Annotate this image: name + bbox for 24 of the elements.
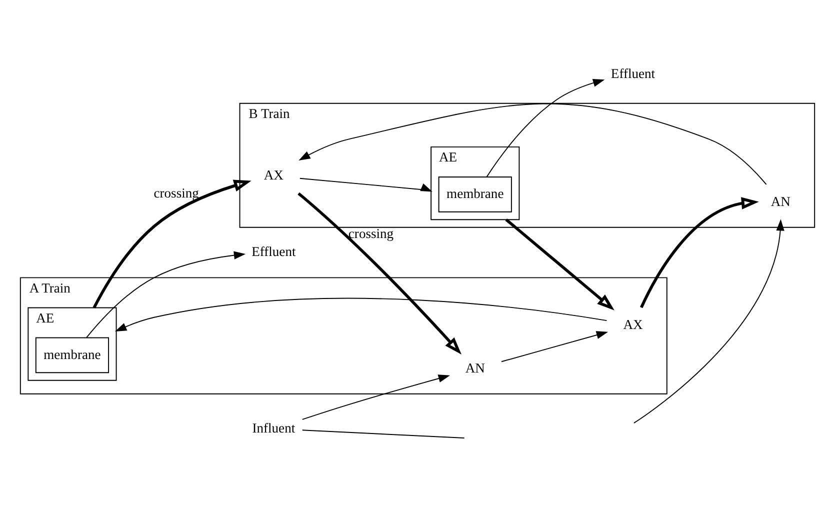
node-text: Effluent <box>252 244 296 259</box>
connector <box>302 429 465 438</box>
arrow <box>633 218 784 423</box>
node-text: Effluent <box>610 65 656 80</box>
node-text: AN <box>465 360 485 375</box>
node-box: membrane <box>35 336 110 373</box>
arrow <box>505 218 614 310</box>
node-text: AX <box>264 167 284 182</box>
arrow <box>299 177 432 192</box>
arrow <box>486 78 605 177</box>
arrow <box>501 330 608 362</box>
node-text: Influent <box>252 420 296 435</box>
node-text: AX <box>623 316 643 332</box>
arrow <box>92 179 252 308</box>
node-text: AN <box>770 193 790 208</box>
arrow <box>640 196 759 308</box>
arrow <box>86 250 246 338</box>
edge-label: crossing <box>154 185 199 200</box>
arrow <box>298 102 767 184</box>
node-box: membrane <box>438 176 512 212</box>
arrow <box>302 374 450 420</box>
edge-label: crossing <box>348 226 394 241</box>
arrow <box>114 297 608 332</box>
arrow <box>298 192 462 354</box>
